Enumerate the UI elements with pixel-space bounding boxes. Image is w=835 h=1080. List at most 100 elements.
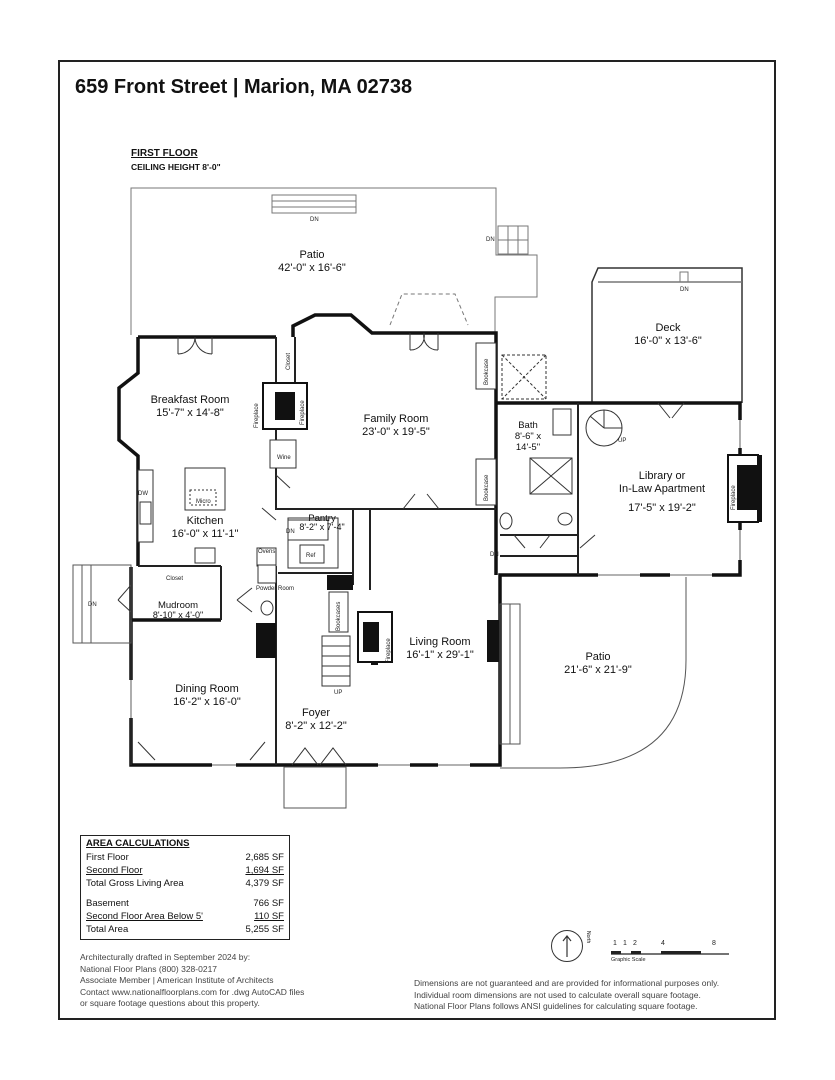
micro-label: Micro bbox=[196, 499, 211, 505]
wine-label: Wine bbox=[277, 455, 291, 461]
dining-dims: 16'-2" x 16'-0" bbox=[173, 696, 241, 708]
area-row-label: Basement bbox=[86, 898, 129, 909]
area-heading: AREA CALCULATIONS bbox=[86, 838, 190, 849]
area-row-label: Second Floor Area Below 5' bbox=[86, 911, 203, 922]
page-title: 659 Front Street | Marion, MA 02738 bbox=[75, 76, 413, 98]
pantry-dims: 8'-2" x 7'-4" bbox=[299, 522, 344, 532]
foyer-name: Foyer bbox=[302, 707, 330, 719]
deck-area bbox=[591, 267, 743, 403]
doors bbox=[117, 332, 685, 766]
disclaimer-line: Individual room dimensions are not used … bbox=[414, 989, 701, 1000]
bookcases-label: Bookcases bbox=[336, 602, 342, 631]
credits-line: Contact www.nationalfloorplans.com for .… bbox=[80, 986, 305, 997]
patio-right-dims: 21'-6" x 21'-9" bbox=[564, 664, 632, 676]
window-lines bbox=[130, 420, 741, 766]
drawing-frame bbox=[58, 60, 776, 1020]
area-row-value: 1,694 SF bbox=[245, 865, 284, 876]
ref-label: Ref bbox=[306, 553, 316, 559]
fireplaces bbox=[262, 382, 759, 663]
area-row-value: 766 SF bbox=[253, 898, 284, 909]
family-dims: 23'-0" x 19'-5" bbox=[362, 426, 430, 438]
library-name-2: In-Law Apartment bbox=[619, 483, 705, 495]
up-label-foyer: UP bbox=[334, 690, 342, 696]
scale-tick: 8 bbox=[712, 940, 716, 947]
kitchen-fixtures bbox=[137, 439, 339, 569]
breakfast-name: Breakfast Room bbox=[151, 394, 230, 406]
foyer-dims: 8'-2" x 12'-2" bbox=[285, 720, 347, 732]
family-name: Family Room bbox=[364, 413, 429, 425]
bath-dims-1: 8'-6" x bbox=[515, 431, 542, 442]
dining-name: Dining Room bbox=[175, 683, 239, 695]
living-dims: 16'-1" x 29'-1" bbox=[406, 649, 474, 661]
disclaimer-line: National Floor Plans follows ANSI guidel… bbox=[414, 1001, 698, 1011]
disclaimer-block: Dimensions are not guaranteed and are pr… bbox=[414, 978, 719, 1013]
north-label: North bbox=[585, 931, 591, 944]
living-name: Living Room bbox=[409, 636, 470, 648]
ceiling-height-label: CEILING HEIGHT 8'-0" bbox=[131, 162, 221, 172]
ovens-label: Ovens bbox=[258, 549, 275, 555]
up-label-library: UP bbox=[618, 438, 626, 444]
area-row-value: 4,379 SF bbox=[245, 878, 284, 889]
fireplace-label-library: Fireplace bbox=[731, 485, 737, 510]
patio-right-name: Patio bbox=[585, 651, 610, 663]
area-row-label: Total Gross Living Area bbox=[86, 878, 184, 889]
fireplace-labels: Fireplace Fireplace Fireplace Fireplace bbox=[254, 400, 737, 663]
area-row: Second Floor Area Below 5' 110 SF bbox=[86, 910, 284, 923]
graphic-scale-label: Graphic Scale bbox=[611, 957, 646, 963]
room-labels: Patio 42'-0" x 16'-6" Deck 16'-0" x 13'-… bbox=[151, 249, 706, 732]
pantry-name: Pantry bbox=[308, 513, 336, 524]
area-row-label: Total Area bbox=[86, 924, 129, 935]
credits-line: Architecturally drafted in September 202… bbox=[80, 952, 251, 962]
kitchen-name: Kitchen bbox=[187, 515, 224, 527]
powder-room-label: Powder Room bbox=[256, 586, 294, 592]
scale-tick: 1 bbox=[613, 940, 617, 947]
kitchen-dims: 16'-0" x 11'-1" bbox=[172, 528, 239, 540]
bookcase-label-lower: Bookcase bbox=[484, 474, 490, 501]
patio-top-dims: 42'-0" x 16'-6" bbox=[278, 262, 346, 274]
mudroom-dims: 8'-10" x 4'-0" bbox=[153, 610, 203, 620]
bookcases bbox=[328, 342, 497, 633]
library-dims: 17'-5" x 19'-2" bbox=[628, 502, 696, 514]
breakfast-dims: 15'-7" x 14'-8" bbox=[156, 407, 224, 419]
patio-top-area bbox=[130, 187, 538, 335]
mudroom-name: Mudroom bbox=[158, 600, 198, 611]
credits-block: Architecturally drafted in September 202… bbox=[80, 952, 304, 1010]
floor-label: FIRST FLOOR bbox=[131, 148, 198, 159]
north-arrow-icon: North bbox=[551, 930, 591, 962]
disclaimer-line: Dimensions are not guaranteed and are pr… bbox=[414, 978, 720, 988]
bath-dims-2: 14'-5" bbox=[516, 442, 540, 453]
area-row-label: Second Floor bbox=[86, 865, 143, 876]
area-row-value: 110 SF bbox=[254, 911, 284, 922]
dn-label-patio: DN bbox=[310, 217, 319, 223]
closet-label-top: Closet bbox=[286, 353, 292, 370]
dn-label-pantry: DN bbox=[286, 529, 295, 535]
bookcase-label-upper: Bookcase bbox=[484, 358, 490, 385]
deck-name: Deck bbox=[655, 322, 681, 334]
deck-dims: 16'-0" x 13'-6" bbox=[634, 335, 702, 347]
dn-label-bath: DN bbox=[490, 552, 499, 558]
scale-tick: 1 bbox=[623, 940, 627, 947]
credits-line: or square footage questions about this p… bbox=[80, 998, 260, 1008]
area-row: Total Gross Living Area 4,379 SF bbox=[86, 877, 284, 890]
patio-top-name: Patio bbox=[299, 249, 324, 261]
credits-line: National Floor Plans (800) 328-0217 bbox=[80, 963, 218, 974]
bath-fixtures bbox=[257, 408, 573, 616]
library-name-1: Library or bbox=[639, 470, 686, 482]
area-row: Second Floor 1,694 SF bbox=[86, 864, 284, 877]
graphic-scale: 1 1 2 4 8 Graphic Scale bbox=[609, 940, 734, 963]
area-row: Basement 766 SF bbox=[86, 897, 284, 910]
fireplace-label-breakfast: Fireplace bbox=[254, 403, 260, 428]
dn-label-mudroom: DN bbox=[88, 602, 97, 608]
stairs bbox=[287, 354, 623, 687]
dw-label: DW bbox=[138, 491, 148, 497]
area-row-value: 2,685 SF bbox=[245, 852, 284, 863]
dn-label-stair: DN bbox=[486, 237, 495, 243]
closet-label-mudroom: Closet bbox=[166, 576, 183, 582]
scale-tick: 2 bbox=[633, 940, 637, 947]
patio-right-area bbox=[499, 577, 687, 769]
credits-line: Associate Member | American Institute of… bbox=[80, 975, 274, 985]
